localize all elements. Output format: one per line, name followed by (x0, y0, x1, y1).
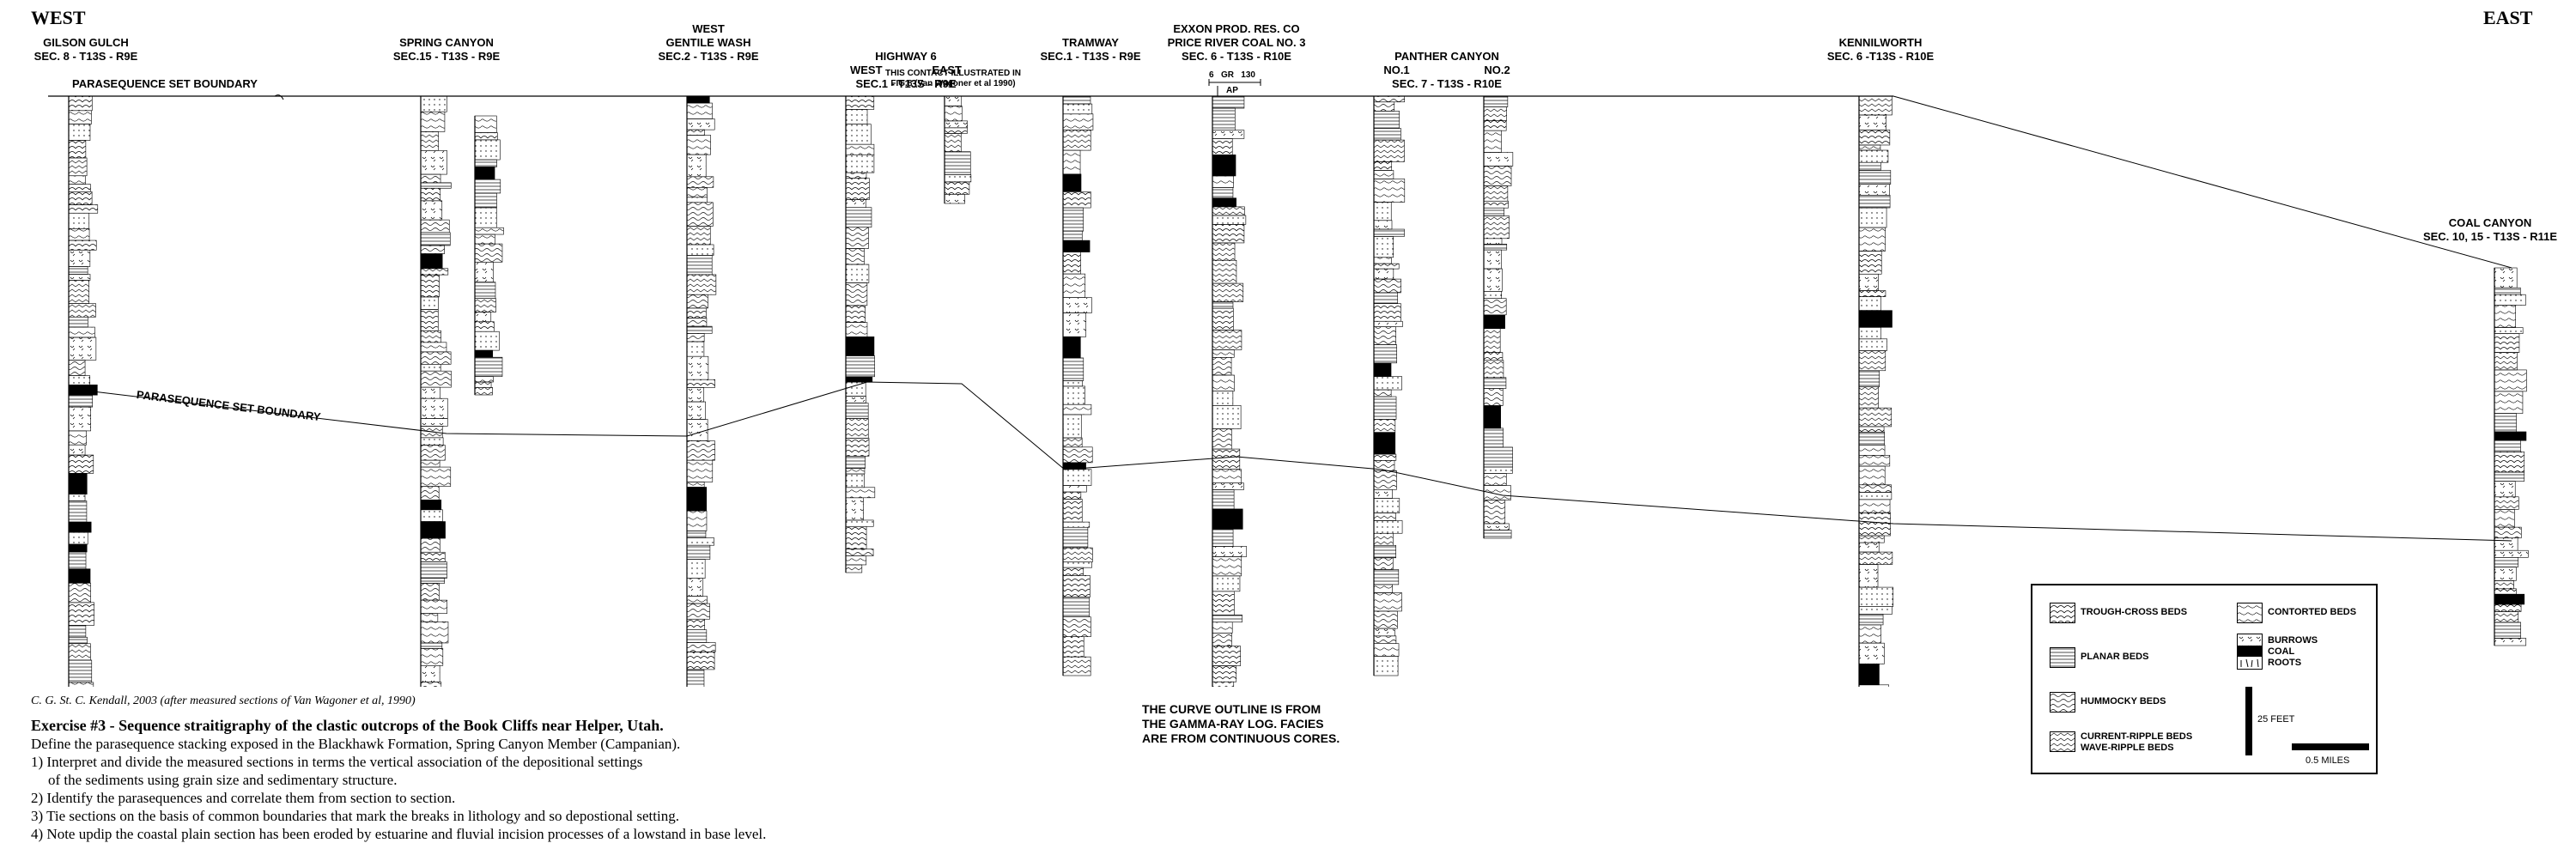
column-gilson-gulch (68, 95, 99, 687)
lower-parasequence-boundary (85, 381, 2512, 542)
exercise-item-2: 2) Identify the parasequences and correl… (31, 790, 456, 806)
column-highway-6-west (845, 95, 876, 573)
legend: TROUGH-CROSS BEDS PLANAR BEDS HUMMOCKY B… (2031, 584, 2378, 774)
horizontal-scale-bar (2292, 743, 2369, 750)
exercise-intro: Define the parasequence stacking exposed… (31, 736, 681, 752)
column-highway-6-east (944, 95, 972, 204)
ripple-swatch (2050, 731, 2075, 752)
vertical-scale-bar (2245, 687, 2252, 755)
column-panther-no1 (1373, 95, 1406, 676)
legend-planar-label: PLANAR BEDS (2081, 652, 2149, 662)
exercise-text: C. G. St. C. Kendall, 2003 (after measur… (31, 692, 1233, 843)
column-gentile-wash (686, 95, 717, 687)
upper-boundary-label: PARASEQUENCE SET BOUNDARY (72, 77, 258, 90)
scale-feet-label: 25 FEET (2257, 714, 2295, 725)
burrow-coal-root-swatch (2237, 634, 2263, 670)
contorted-swatch (2237, 603, 2263, 623)
exercise-item-1: 1) Interpret and divide the measured sec… (31, 754, 643, 770)
gamma-ray-ap: AP (1226, 86, 1238, 95)
column-spring-canyon-b (474, 115, 504, 396)
stratigraphic-diagram (48, 79, 2529, 687)
column-panther-no2 (1483, 95, 1514, 539)
column-spring-canyon (420, 95, 452, 687)
exercise-title: Exercise #3 - Sequence straitigraphy of … (31, 717, 664, 734)
column-coal-canyon (2494, 267, 2529, 646)
west-label: WEST (31, 7, 86, 28)
column-tramway (1062, 95, 1094, 676)
column-exxon (1212, 95, 1248, 687)
legend-hummocky-label: HUMMOCKY BEDS (2081, 696, 2166, 707)
gamma-ray-bracket (1208, 79, 1261, 96)
legend-trough-label: TROUGH-CROSS BEDS (2081, 607, 2188, 617)
scale-miles-label: 0.5 MILES (2306, 755, 2350, 766)
legend-contorted-label: CONTORTED BEDS (2268, 607, 2357, 617)
column-kennilworth (1858, 95, 1894, 687)
exercise-item-1-cont: of the sediments using grain size and se… (48, 772, 398, 788)
gamma-ray-scale: 6 GR 130 (1209, 70, 1255, 80)
exercise-item-3: 3) Tie sections on the basis of common b… (31, 808, 679, 824)
hummocky-swatch (2050, 692, 2075, 713)
credit-line: C. G. St. C. Kendall, 2003 (after measur… (31, 694, 416, 707)
exercise-item-4: 4) Note updip the coastal plain section … (31, 826, 767, 842)
trough-cross-swatch (2050, 603, 2075, 623)
upper-parasequence-boundary (48, 94, 2512, 269)
east-label: EAST (2483, 7, 2533, 28)
planar-swatch (2050, 647, 2075, 668)
